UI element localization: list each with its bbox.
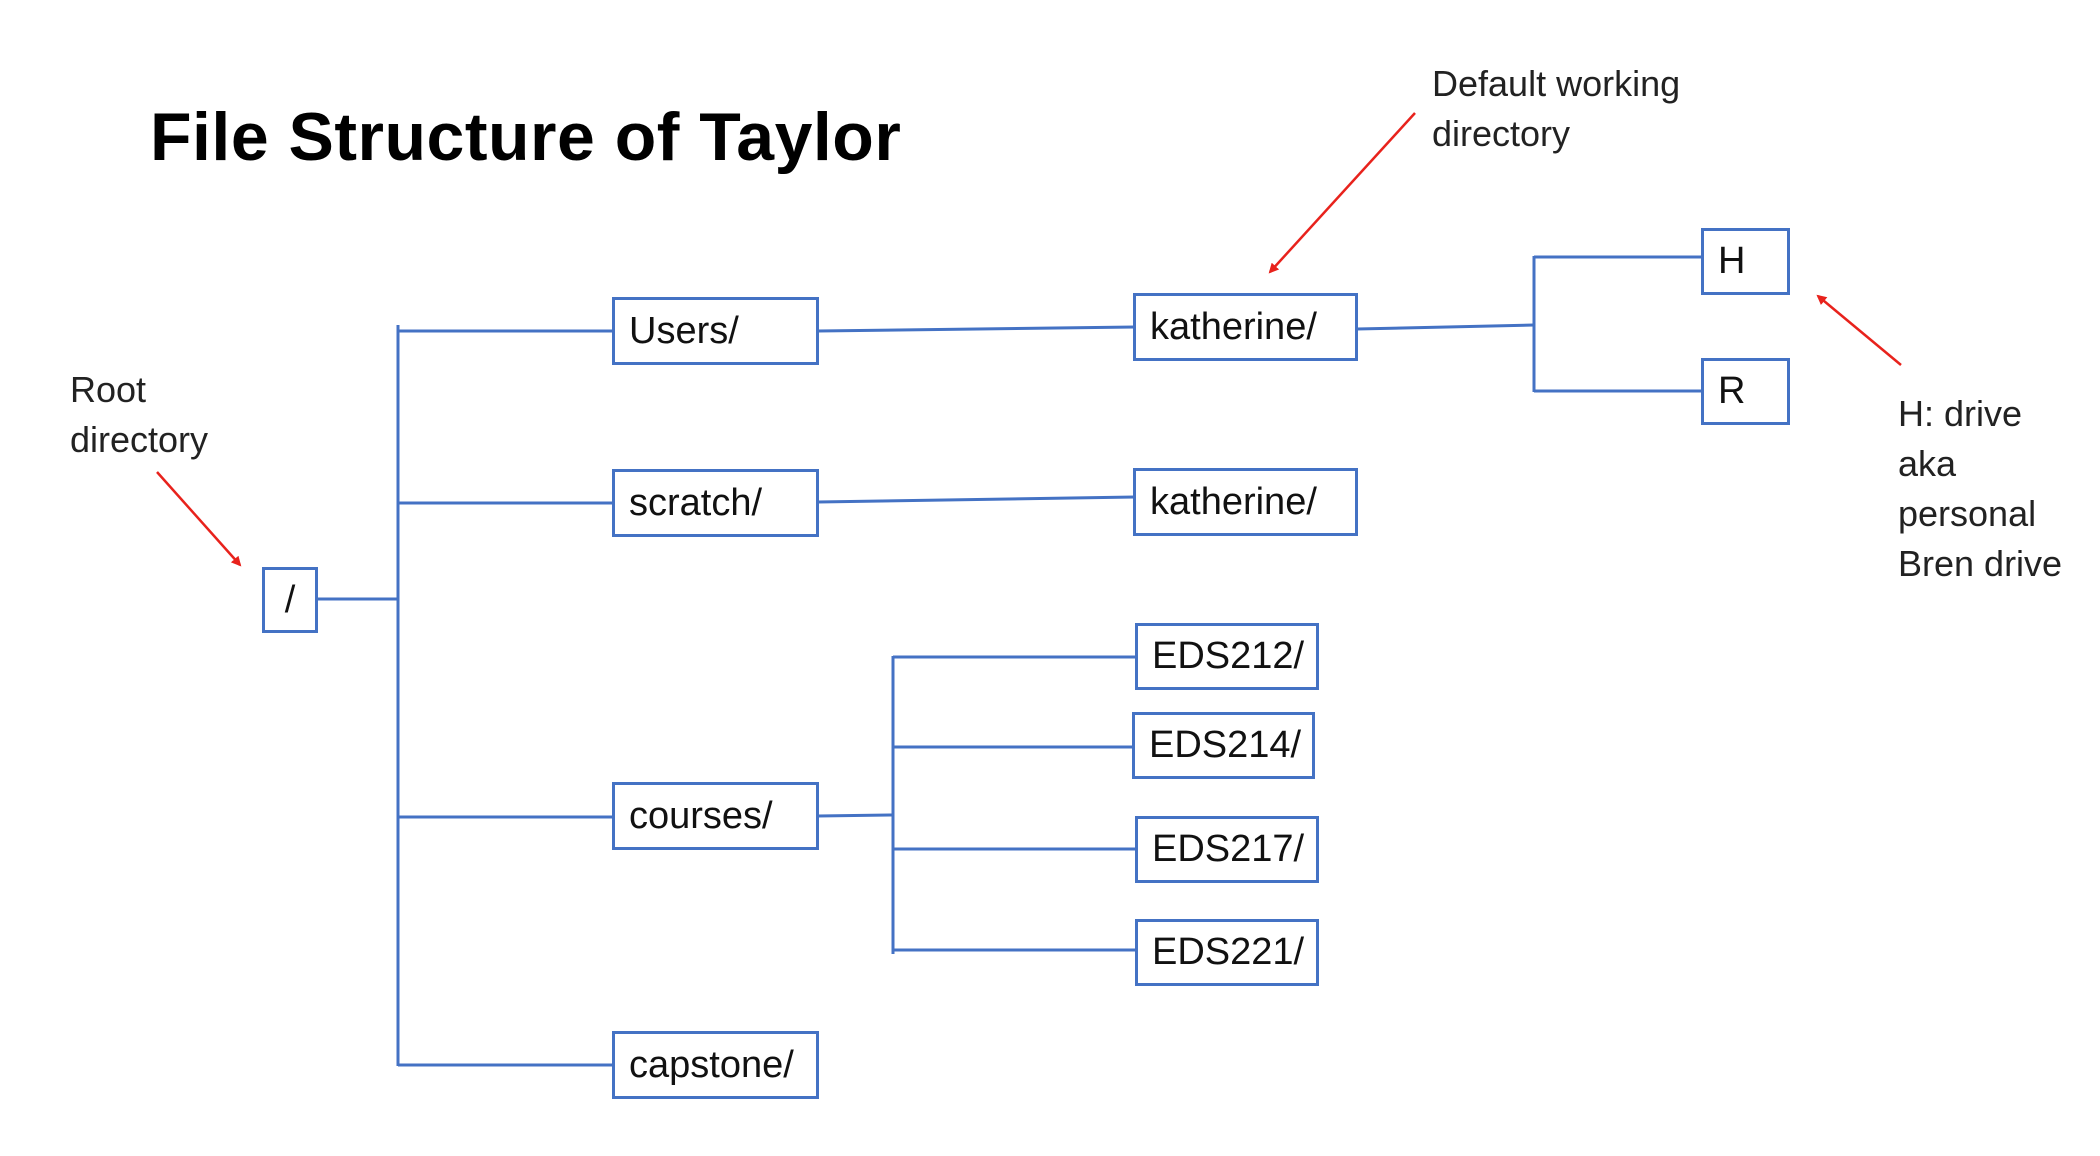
- annotation-h-drive-line-2: aka: [1898, 443, 1957, 484]
- node-r[interactable]: R: [1701, 358, 1790, 425]
- annotation-root-line-1: Root: [70, 369, 147, 410]
- node-scratch[interactable]: scratch/: [612, 469, 819, 537]
- arrow-h-drive: [1816, 294, 1902, 366]
- node-eds212[interactable]: EDS212/: [1135, 623, 1319, 690]
- node-h[interactable]: H: [1701, 228, 1790, 295]
- node-courses[interactable]: courses/: [612, 782, 819, 850]
- annotation-default-working-line-1: Default working: [1432, 63, 1681, 104]
- connector-courses-branch: [817, 813, 894, 818]
- arrow-default-working: [1268, 112, 1416, 274]
- node-capstone[interactable]: capstone/: [612, 1031, 819, 1099]
- annotation-h-drive-line-3: personal: [1898, 493, 2037, 534]
- arrow-root: [156, 471, 242, 567]
- annotation-root: Root directory: [70, 365, 208, 465]
- node-users[interactable]: Users/: [612, 297, 819, 365]
- connector-users-katherine: [817, 325, 1136, 333]
- node-eds221[interactable]: EDS221/: [1135, 919, 1319, 986]
- page-title: File Structure of Taylor: [150, 99, 902, 175]
- node-katherine-scratch[interactable]: katherine/: [1133, 468, 1358, 536]
- node-eds214[interactable]: EDS214/: [1132, 712, 1315, 779]
- node-root[interactable]: /: [262, 567, 318, 633]
- annotation-root-line-2: directory: [70, 419, 209, 460]
- node-eds217[interactable]: EDS217/: [1135, 816, 1319, 883]
- annotation-h-drive: H: drive aka personal Bren drive: [1898, 389, 2062, 589]
- connector-katherine-branch: [1356, 323, 1535, 331]
- annotation-h-drive-line-1: H: drive: [1898, 393, 2023, 434]
- connector-scratch-katherine: [817, 495, 1136, 504]
- node-katherine-users[interactable]: katherine/: [1133, 293, 1358, 361]
- annotation-default-working-line-2: directory: [1432, 113, 1571, 154]
- annotation-default-working: Default working directory: [1432, 59, 1680, 159]
- annotation-h-drive-line-4: Bren drive: [1898, 543, 2063, 584]
